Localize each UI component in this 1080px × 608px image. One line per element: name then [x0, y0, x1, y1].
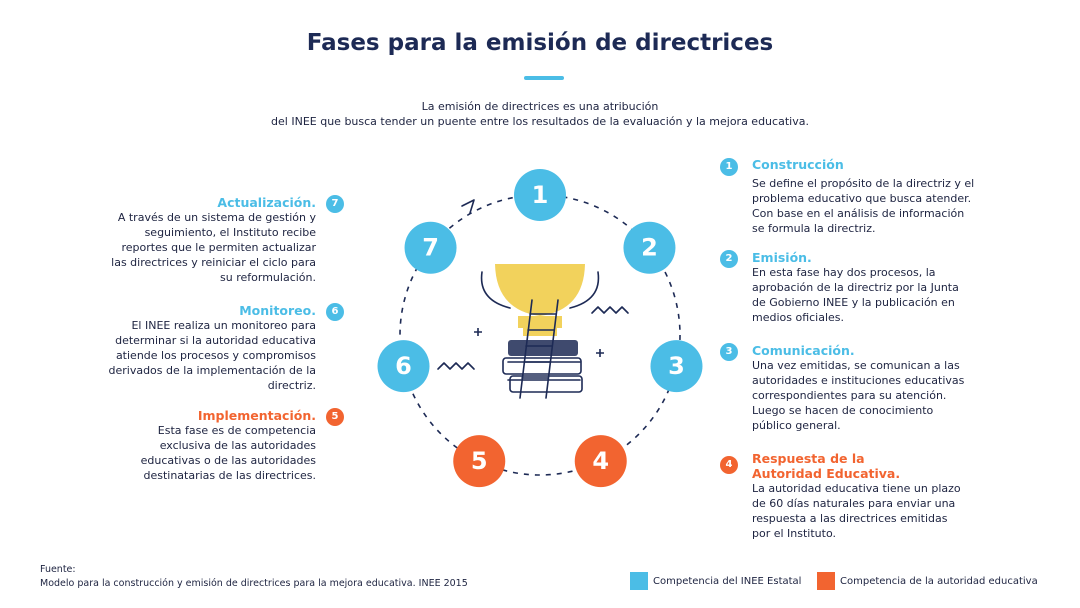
phase-text-line: Esta fase es de competencia [157, 424, 316, 437]
phase-number-badge: 7 [326, 195, 344, 213]
cycle-ring [399, 194, 681, 476]
phase-cycle-diagram: 1 2 3 4 5 6 7 [377, 169, 703, 488]
phase-text-line: las directrices y reiniciar el ciclo par… [111, 256, 316, 269]
cycle-node-3: 3 [650, 340, 703, 393]
phase-text-line: A través de un sistema de gestión y [117, 211, 316, 224]
phase-text-line: respuesta a las directrices emitidas [752, 512, 948, 525]
phase-text-line: su reformulación. [220, 271, 316, 284]
phase-1-construccion: 1 Construcción Se define el propósito de… [720, 157, 1012, 236]
cycle-node-label: 4 [592, 447, 609, 475]
phase-2-emision: 2 Emisión. En esta fase hay dos procesos… [720, 250, 1012, 325]
phase-text-line: determinar si la autoridad educativa [115, 334, 316, 347]
intro-line: del INEE que busca tender un puente entr… [271, 115, 809, 128]
phase-text-line: aprobación de la directriz por la Junta [752, 281, 959, 294]
phase-text-line: público general. [752, 419, 841, 432]
phase-text-line: La autoridad educativa tiene un plazo [752, 482, 961, 495]
cycle-node-circle [453, 435, 506, 488]
cycle-node-label: 1 [532, 181, 549, 209]
cycle-node-4: 4 [574, 435, 627, 488]
cycle-node-circle [650, 340, 703, 393]
phase-number-badge: 1 [720, 158, 738, 176]
phase-title: Construcción [752, 157, 844, 172]
legend-swatch-blue [630, 572, 648, 590]
plus-icon [474, 328, 482, 336]
phase-text-line: problema educativo que busca atender. [752, 192, 972, 205]
phase-4-respuesta: 4 Respuesta de la Autoridad Educativa. L… [720, 451, 1012, 541]
legend-swatch-orange [817, 572, 835, 590]
cycle-node-label: 5 [471, 447, 488, 475]
phase-text-line: derivados de la implementación de la [108, 364, 317, 377]
cycle-node-circle [514, 169, 566, 221]
phase-title: Monitoreo. [239, 303, 316, 318]
phase-title: Actualización. [217, 195, 316, 210]
cycle-node-1: 1 [514, 169, 566, 221]
squiggle-icon [437, 362, 475, 370]
title-underline [524, 76, 564, 80]
phase-title: Comunicación. [752, 343, 855, 358]
cycle-node-7: 7 [404, 221, 457, 274]
source-note: Fuente: Modelo para la construcción y em… [40, 563, 468, 591]
phase-text-line: En esta fase hay dos procesos, la [752, 266, 936, 279]
phase-title: Autoridad Educativa. [752, 466, 901, 481]
phase-text-line: atiende los procesos y compromisos [115, 349, 316, 362]
cycle-node-circle [377, 340, 430, 393]
phase-number-badge: 6 [326, 303, 344, 321]
phase-text-line: Se define el propósito de la directriz y… [752, 177, 975, 190]
phase-7-actualizacion: 7 Actualización. A través de un sistema … [60, 195, 344, 285]
phase-text-line: seguimiento, el Instituto recibe [144, 226, 316, 239]
phase-text-line: directriz. [267, 379, 316, 392]
phase-text-line: Una vez emitidas, se comunican a las [752, 359, 960, 372]
phase-number-badge: 2 [720, 250, 738, 268]
cycle-node-label: 6 [395, 352, 412, 380]
cycle-node-label: 2 [641, 234, 658, 262]
phase-title: Emisión. [752, 250, 812, 265]
cycle-node-6: 6 [377, 340, 430, 393]
phase-number-badge: 4 [720, 456, 738, 474]
phase-text-line: por el Instituto. [752, 527, 836, 540]
phase-3-comunicacion: 3 Comunicación. Una vez emitidas, se com… [720, 343, 1012, 433]
phase-text-line: autoridades e instituciones educativas [752, 374, 965, 387]
phase-number-badge: 3 [720, 343, 738, 361]
phase-text-line: de 60 días naturales para enviar una [752, 497, 956, 510]
cycle-node-5: 5 [453, 435, 506, 488]
phase-text-line: educativas o de las autoridades [140, 454, 316, 467]
squiggle-icon [591, 306, 629, 314]
phase-5-implementacion: 5 Implementación. Esta fase es de compet… [60, 408, 344, 483]
phase-6-monitoreo: 6 Monitoreo. El INEE realiza un monitore… [60, 303, 344, 393]
phase-text-line: Con base en el análisis de información [752, 207, 965, 220]
phase-text-line: se formula la directriz. [752, 222, 876, 235]
phase-text-line: reportes que le permiten actualizar [121, 241, 317, 254]
cycle-node-circle [623, 221, 676, 274]
source-label: Fuente: [40, 564, 76, 575]
legend-label: Competencia del INEE Estatal [653, 575, 802, 587]
plus-icon [596, 349, 604, 357]
phase-title: Implementación. [197, 408, 316, 423]
phase-text-line: Luego se hacen de conocimiento [752, 404, 934, 417]
phase-text-line: destinatarias de las directrices. [143, 469, 316, 482]
phase-text-line: medios oficiales. [752, 311, 845, 324]
legend-label: Competencia de la autoridad educativa [840, 575, 1038, 587]
phase-number-badge: 5 [326, 408, 344, 426]
cycle-node-2: 2 [623, 221, 676, 274]
legend-item-autoridad: Competencia de la autoridad educativa [817, 572, 1038, 590]
phase-text-line: El INEE realiza un monitoreo para [131, 319, 316, 332]
phase-text-line: correspondientes para su atención. [752, 389, 947, 402]
legend-item-inee: Competencia del INEE Estatal [630, 572, 801, 590]
page-title: Fases para la emisión de directrices [306, 30, 774, 56]
cycle-node-label: 7 [422, 234, 439, 262]
trophy-on-books-ladder-icon [480, 264, 600, 399]
intro-text: La emisión de directrices es una atribuc… [200, 99, 880, 129]
cycle-arrow-icon [461, 199, 475, 214]
phase-title: Respuesta de la [752, 451, 865, 466]
source-text: Modelo para la construcción y emisión de… [40, 578, 468, 589]
cycle-node-circle [574, 435, 627, 488]
intro-line: La emisión de directrices es una atribuc… [421, 100, 659, 113]
cycle-node-circle [404, 221, 457, 274]
phase-text-line: exclusiva de las autoridades [159, 439, 316, 452]
cycle-node-label: 3 [668, 352, 685, 380]
phase-text-line: de Gobierno INEE y la publicación en [752, 296, 955, 309]
